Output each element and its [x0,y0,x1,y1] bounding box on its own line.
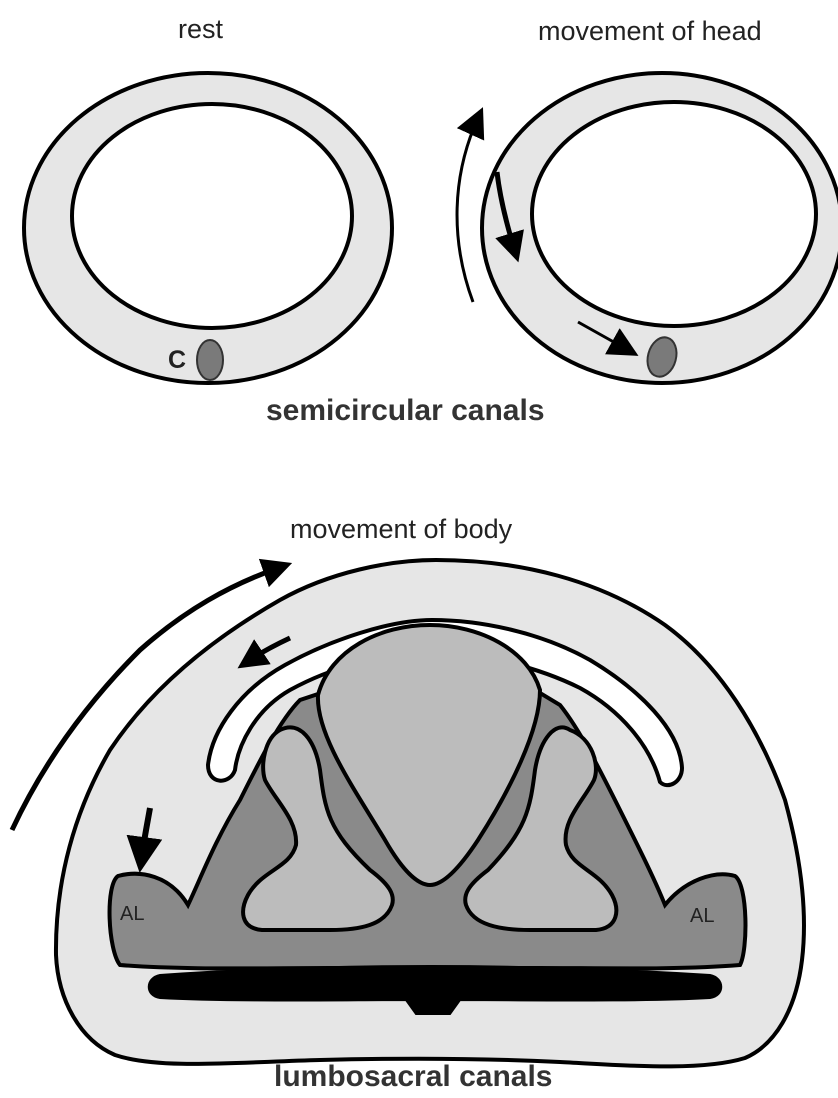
cupula-c-label: C [168,346,186,374]
label-movement-head: movement of head [538,16,762,46]
lumbosacral-section: AL AL [12,560,804,1066]
label-al-right: AL [690,905,714,927]
canal-rest: C [24,73,392,383]
canal-head [457,73,838,383]
arrow-up-curved-icon [457,118,478,302]
label-lumbosacral-canals: lumbosacral canals [274,1060,552,1093]
canal-head-inner [532,102,816,326]
label-movement-body: movement of body [290,514,513,544]
cupula-rest [197,340,223,380]
label-semicircular-canals: semicircular canals [266,394,545,427]
canal-rest-inner [72,104,352,328]
label-al-left: AL [120,903,144,925]
label-rest: rest [178,14,224,44]
